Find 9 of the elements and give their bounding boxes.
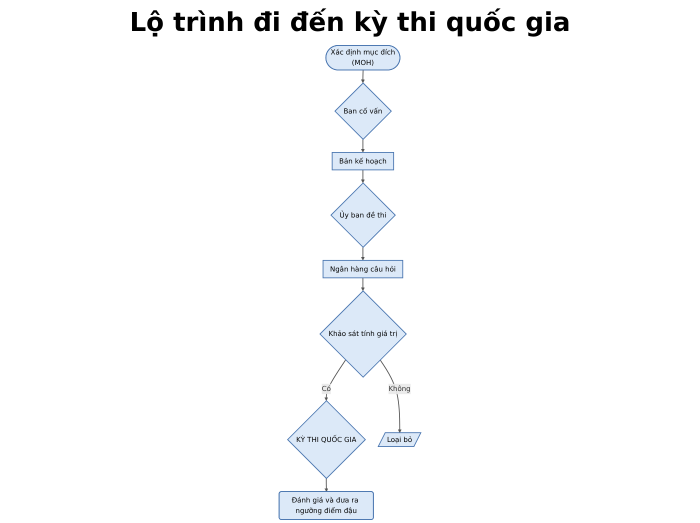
- arrow: [360, 70, 365, 84]
- arrow: [360, 277, 365, 292]
- diagram-title: Lộ trình đi đến kỳ thi quốc gia: [130, 8, 570, 38]
- arrow: [360, 138, 365, 153]
- arrow: [360, 169, 365, 184]
- arrow: [360, 246, 365, 261]
- arrow: [324, 478, 328, 492]
- arrow: [380, 359, 402, 434]
- arrow: [324, 359, 346, 401]
